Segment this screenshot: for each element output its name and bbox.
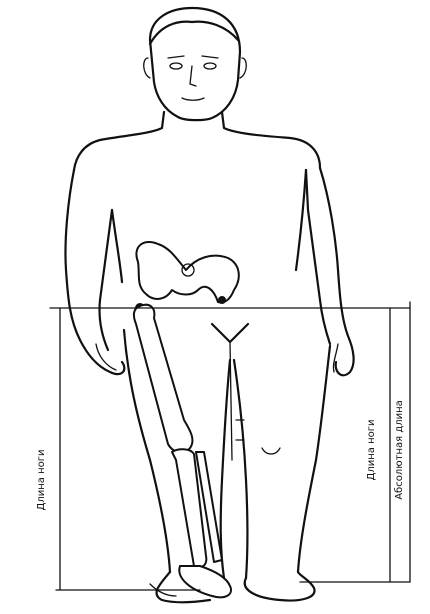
leg-length-right-label: Длина ноги [366, 420, 377, 481]
pelvis-marker [218, 296, 226, 304]
torso [65, 112, 353, 375]
leg-length-label: Длина ноги [36, 450, 47, 511]
absolute-length-label: Абсолютная длина [394, 400, 405, 500]
pelvis-bone [135, 242, 239, 313]
head [144, 8, 247, 120]
